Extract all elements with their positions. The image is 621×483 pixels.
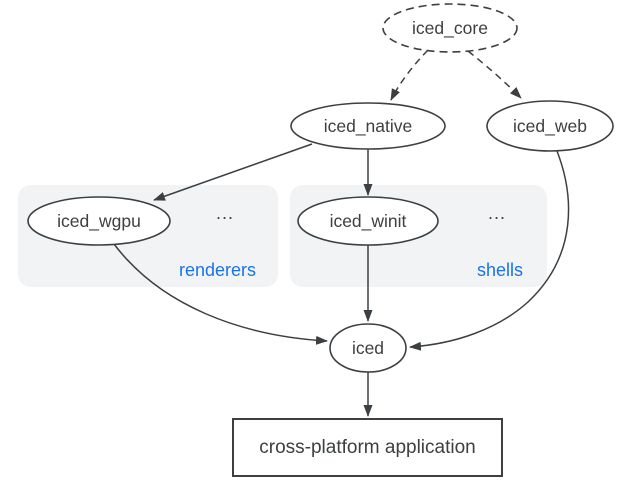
node-iced-core-label: iced_core (412, 17, 488, 38)
node-iced-native: iced_native (291, 103, 445, 149)
renderers-ellipsis: ... (216, 203, 235, 223)
edge-iced_core-iced_web (467, 50, 522, 99)
node-iced-native-label: iced_native (323, 115, 413, 136)
edge-iced_core-iced_native (390, 49, 429, 101)
node-iced-web-label: iced_web (513, 115, 587, 136)
node-iced: iced (330, 324, 406, 372)
node-iced-wgpu-label: iced_wgpu (57, 210, 141, 231)
renderers-label: renderers (178, 260, 256, 280)
node-iced-label: iced (351, 337, 385, 358)
node-iced-wgpu: iced_wgpu (28, 197, 170, 245)
node-iced-winit-label: iced_winit (329, 210, 407, 231)
node-iced-core: iced_core (382, 3, 518, 53)
node-iced-web: iced_web (487, 101, 613, 151)
node-application: cross-platform application (233, 419, 502, 476)
node-application-label: cross-platform application (259, 436, 476, 458)
shells-label: shells (476, 260, 523, 280)
node-iced-winit: iced_winit (298, 197, 438, 245)
shells-ellipsis: ... (488, 203, 507, 223)
